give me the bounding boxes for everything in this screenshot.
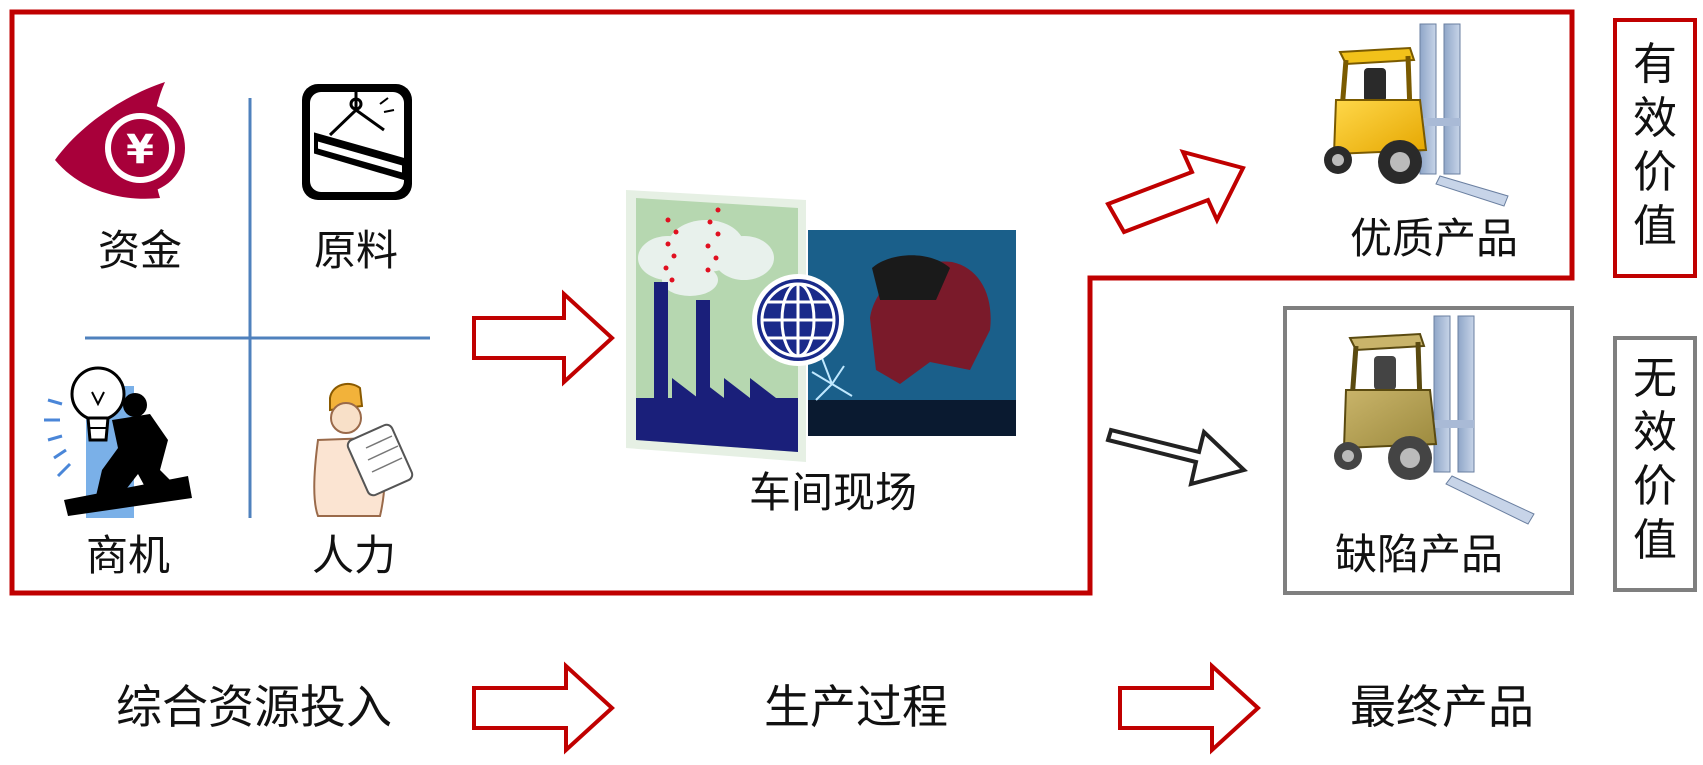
label-defective-product: 缺陷产品 [1335, 530, 1504, 579]
steel-beam-icon [302, 84, 412, 200]
forklift-gray-icon [1334, 315, 1535, 525]
arrow-bottom-2 [1118, 661, 1261, 755]
ineffective-value-text: 无 效 价 值 [1633, 353, 1677, 566]
label-opportunity: 商机 [86, 531, 171, 580]
arrow-bottom-1 [472, 661, 615, 755]
gray-defect-frame [1283, 306, 1574, 595]
label-resource-input: 综合资源投入 [116, 680, 392, 734]
label-production-process: 生产过程 [764, 680, 948, 734]
label-final-product: 最终产品 [1350, 680, 1534, 734]
label-quality-product: 优质产品 [1350, 214, 1519, 263]
arrow-input-to-workshop [472, 289, 615, 387]
effective-value-box [1613, 18, 1697, 278]
forklift-yellow-icon [1324, 23, 1509, 207]
yen-icon: ¥ [55, 82, 185, 199]
workshop-image [626, 190, 1016, 462]
engineer-blueprint-icon [313, 382, 414, 517]
arrow-to-quality [1105, 148, 1246, 235]
label-workshop: 车间现场 [749, 468, 918, 517]
ineffective-value-box [1613, 336, 1697, 592]
red-input-frame [9, 9, 1575, 596]
globe-icon [760, 282, 836, 358]
effective-value-text: 有 效 价 值 [1633, 39, 1677, 252]
businessman-lightbulb-icon [44, 366, 192, 518]
yen-symbol: ¥ [126, 127, 154, 173]
label-funds: 资金 [98, 226, 183, 275]
arrow-to-defective [1105, 427, 1248, 487]
label-labor: 人力 [312, 531, 397, 580]
label-materials: 原料 [314, 226, 399, 275]
